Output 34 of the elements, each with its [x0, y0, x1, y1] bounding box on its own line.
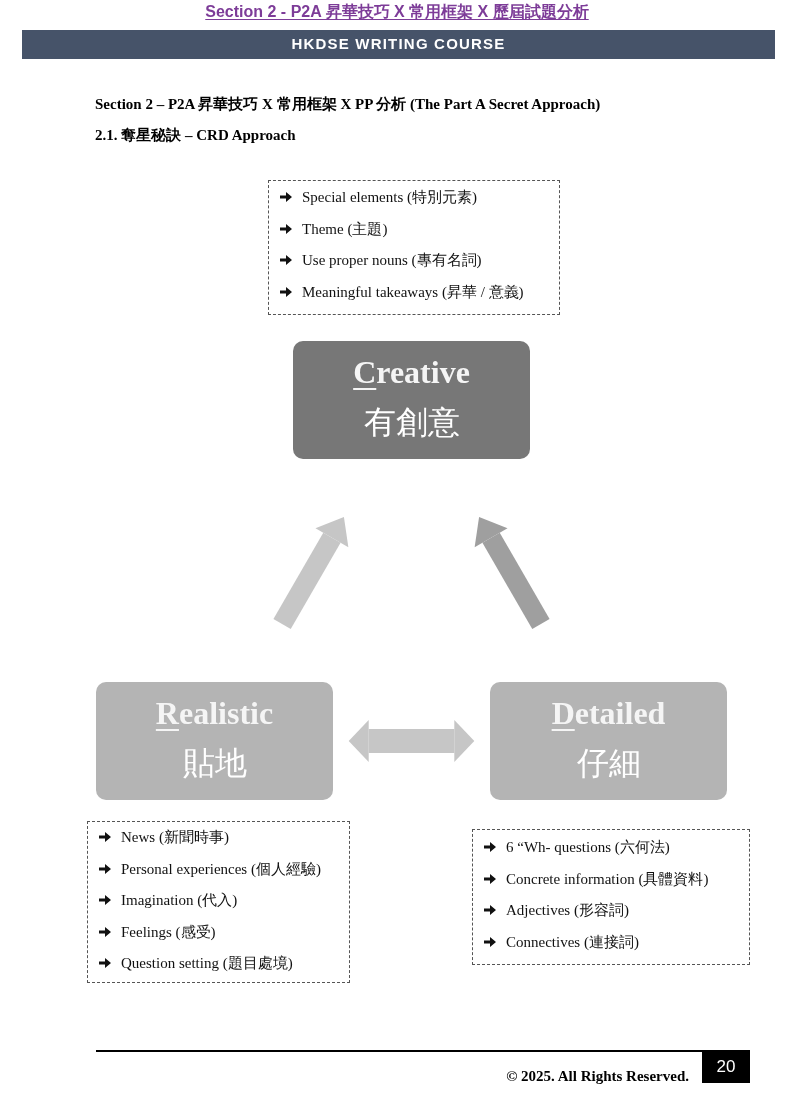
dashed-list-box — [268, 180, 560, 315]
list-item-text: Special elements (特別元素) — [302, 188, 477, 206]
list-item-text: Meaningful takeaways (昇華 / 意義) — [302, 282, 524, 301]
page-number: 20 — [702, 1050, 750, 1083]
list-item-text: Concrete information (具體資料) — [506, 869, 709, 888]
list-item-text: Imagination (代入) — [121, 891, 238, 909]
concept-box — [96, 682, 333, 800]
list-item-text: Feelings (感受) — [121, 922, 216, 941]
box-title: Realistic — [155, 695, 274, 731]
dashed-list-box — [87, 821, 350, 983]
block-arrow — [348, 720, 475, 762]
box-subtitle: 有創意 — [363, 403, 460, 442]
box-subtitle: 仔細 — [576, 744, 641, 783]
box-subtitle: 貼地 — [182, 744, 247, 783]
box-title: Creative — [353, 354, 470, 390]
block-arrow — [474, 517, 550, 630]
block-arrow — [273, 517, 349, 630]
list-item-text: News (新聞時事) — [121, 828, 229, 846]
course-banner: HKDSE WRITING COURSE — [22, 30, 775, 59]
list-item-text: Adjectives (形容詞) — [506, 901, 629, 919]
list-item-text: Use proper nouns (專有名詞) — [302, 251, 482, 269]
list-item-text: Connectives (連接詞) — [506, 932, 639, 951]
list-item-text: Theme (主題) — [302, 219, 388, 238]
page-header: Section 2 - P2A 昇華技巧 X 常用框架 X 歷屆試題分析 — [205, 2, 589, 22]
section-heading: Section 2 – P2A 昇華技巧 X 常用框架 X PP 分析 (The Part A Secret Approach) — [95, 95, 601, 114]
box-title: Detailed — [551, 695, 666, 731]
list-item-text: Personal experiences (個人經驗) — [121, 859, 321, 878]
concept-box — [293, 341, 530, 459]
list-item-text: 6 “Wh- questions (六何法) — [506, 838, 670, 856]
dashed-list-box — [472, 829, 750, 965]
subsection-heading: 2.1. 奪星秘訣 – CRD Approach — [95, 126, 296, 145]
copyright-notice: © 2025. All Rights Reserved. — [506, 1067, 689, 1086]
list-item-text: Question setting (題目處境) — [121, 954, 293, 972]
concept-box — [490, 682, 727, 800]
